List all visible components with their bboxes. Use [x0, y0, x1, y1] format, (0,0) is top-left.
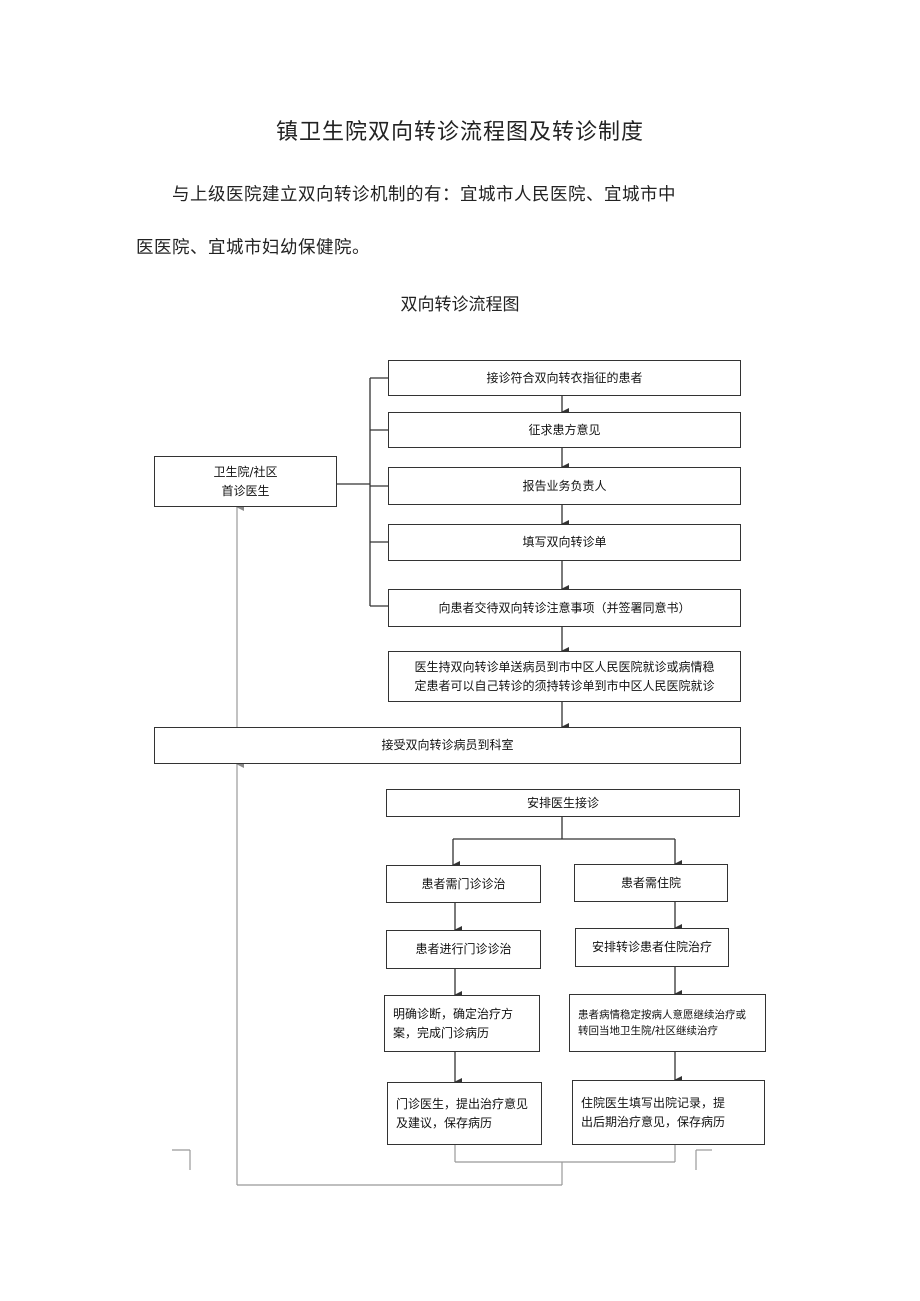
- document-title: 镇卫生院双向转诊流程图及转诊制度: [275, 120, 644, 145]
- intro-paragraph-line2: 医医院、宜城市妇幼保健院。: [136, 238, 370, 258]
- step-explain-precautions: 向患者交待双向转诊注意事项（并签署同意书）: [388, 589, 741, 627]
- inpatient-stable-line-1: 患者病情稳定按病人意愿继续治疗或: [578, 1008, 746, 1021]
- step-receive-eligible-patient: 接诊符合双向转衣指征的患者: [388, 360, 741, 396]
- step-fill-referral-form: 填写双向转诊单: [388, 524, 741, 561]
- first-doctor-box: 卫生院/社区首诊医生: [154, 456, 337, 507]
- first-doctor-label-1: 卫生院/社区: [213, 464, 278, 479]
- outpatient-doctor-line-2: 及建议，保存病历: [396, 1115, 493, 1130]
- arrange-doctor-box: 安排医生接诊: [386, 789, 740, 817]
- receive-referral-box: 接受双向转诊病员到科室: [154, 727, 741, 764]
- step6-line-1: 医生持双向转诊单送病员到市中区人民医院就诊或病情稳: [414, 659, 715, 674]
- inpatient-stable-line-2: 转回当地卫生院/社区继续治疗: [578, 1025, 719, 1037]
- outpatient-doctor-box: 门诊医生，提出治疗意见及建议，保存病历: [387, 1082, 542, 1145]
- step-seek-patient-opinion: 征求患方意见: [388, 412, 741, 448]
- inpatient-record-line-1: 住院医生填写出院记录，提: [581, 1095, 726, 1110]
- diagnose-line-1: 明确诊断，确定治疗方: [393, 1006, 514, 1021]
- step-report-to-supervisor: 报告业务负责人: [388, 467, 741, 505]
- outpatient-doctor-line-1: 门诊医生，提出治疗意见: [396, 1096, 529, 1111]
- flowchart-title: 双向转诊流程图: [400, 295, 520, 315]
- inpatient-record-line-2: 出后期治疗意见，保存病历: [581, 1114, 726, 1129]
- outpatient-need-box: 患者需门诊诊治: [386, 865, 541, 903]
- intro-paragraph-line1: 与上级医院建立双向转诊机制的有：宜城市人民医院、宜城市中: [172, 185, 676, 205]
- step-escort-to-hospital: 医生持双向转诊单送病员到市中区人民医院就诊或病情稳定患者可以自己转诊的须持转诊单…: [388, 651, 741, 702]
- inpatient-record-box: 住院医生填写出院记录，提出后期治疗意见，保存病历: [572, 1080, 765, 1145]
- outpatient-diagnose-box: 明确诊断，确定治疗方案，完成门诊病历: [384, 995, 540, 1052]
- outpatient-treat-box: 患者进行门诊诊治: [386, 930, 541, 969]
- step6-line-2: 定患者可以自己转诊的须持转诊单到市中区人民医院就诊: [414, 678, 715, 693]
- inpatient-stable-box: 患者病情稳定按病人意愿继续治疗或转回当地卫生院/社区继续治疗: [569, 994, 766, 1052]
- first-doctor-label-2: 首诊医生: [221, 483, 270, 498]
- diagnose-line-2: 案，完成门诊病历: [393, 1025, 490, 1040]
- inpatient-treat-box: 安排转诊患者住院治疗: [575, 928, 729, 967]
- inpatient-need-box: 患者需住院: [574, 864, 728, 902]
